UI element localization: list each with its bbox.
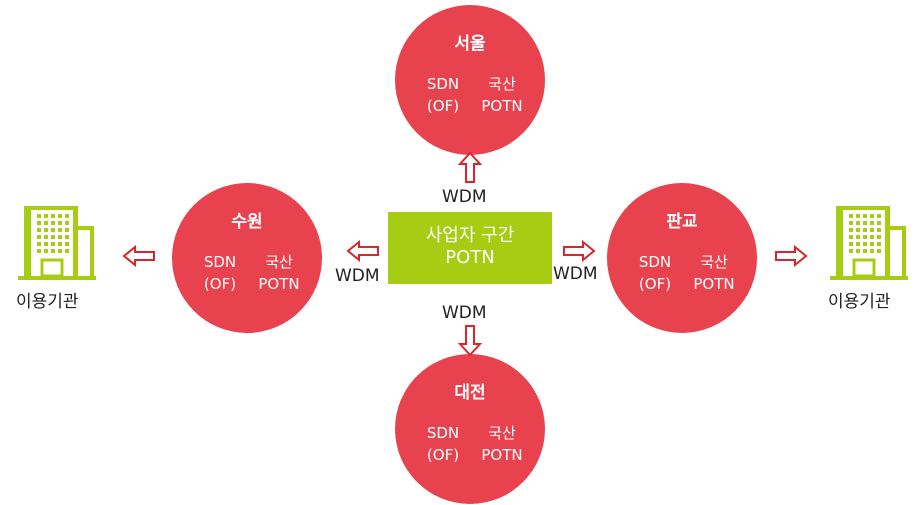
node-daejeon: 대전 SDN (OF) 국산 POTN: [395, 354, 545, 504]
node-daejeon-potn: 국산 POTN: [475, 422, 529, 466]
node-pangyo-potn: 국산 POTN: [687, 251, 741, 295]
node-suwon-potn-label: POTN: [258, 275, 300, 293]
node-suwon-sdn-label: SDN: [203, 253, 237, 271]
node-daejeon-of-label: (OF): [426, 446, 460, 464]
center-box-subtitle: POTN: [445, 247, 495, 268]
node-seoul-domestic-label: 국산: [488, 75, 516, 93]
node-seoul-potn-label: POTN: [481, 97, 523, 115]
node-pangyo-sdn: SDN (OF): [627, 251, 683, 295]
arrow-right-icon: [563, 240, 596, 262]
node-seoul-of-label: (OF): [426, 97, 460, 115]
node-pangyo-sdn-label: SDN: [638, 253, 672, 271]
node-daejeon-sdn-label: SDN: [426, 424, 460, 442]
arrow-down-icon: [458, 325, 482, 356]
building-icon-right: [830, 206, 908, 280]
building-icon-left: [18, 206, 96, 280]
node-seoul-sdn-label: SDN: [426, 75, 460, 93]
arrow-right-outer-icon: [775, 245, 808, 267]
node-pangyo: 판교 SDN (OF) 국산 POTN: [607, 183, 757, 333]
node-seoul-name: 서울: [454, 34, 486, 54]
node-pangyo-of-label: (OF): [638, 275, 672, 293]
center-box-title: 사업자 구간: [425, 225, 515, 246]
node-seoul-sdn: SDN (OF): [415, 73, 471, 117]
node-seoul: 서울 SDN (OF) 국산 POTN: [395, 5, 545, 155]
node-suwon-potn: 국산 POTN: [252, 251, 306, 295]
node-daejeon-name: 대전: [454, 383, 486, 403]
node-suwon-domestic-label: 국산: [265, 253, 293, 271]
wdm-label-right: WDM: [553, 264, 598, 284]
node-pangyo-name: 판교: [666, 212, 698, 232]
arrow-left-outer-icon: [122, 245, 155, 267]
node-daejeon-domestic-label: 국산: [488, 424, 516, 442]
node-suwon-of-label: (OF): [203, 275, 237, 293]
node-seoul-potn: 국산 POTN: [475, 73, 529, 117]
wdm-label-top: WDM: [442, 187, 487, 207]
node-daejeon-sdn: SDN (OF): [415, 422, 471, 466]
node-daejeon-potn-label: POTN: [481, 446, 523, 464]
node-suwon-name: 수원: [231, 212, 263, 232]
node-suwon: 수원 SDN (OF) 국산 POTN: [172, 183, 322, 333]
endpoint-label-right: 이용기관: [828, 292, 891, 312]
arrow-left-icon: [346, 240, 379, 262]
wdm-label-bottom: WDM: [442, 303, 487, 323]
node-pangyo-domestic-label: 국산: [700, 253, 728, 271]
arrow-up-icon: [458, 152, 482, 183]
wdm-label-left: WDM: [335, 266, 380, 286]
center-box: 사업자 구간 POTN: [388, 212, 552, 284]
node-suwon-sdn: SDN (OF): [192, 251, 248, 295]
node-pangyo-potn-label: POTN: [693, 275, 735, 293]
endpoint-label-left: 이용기관: [16, 292, 79, 312]
